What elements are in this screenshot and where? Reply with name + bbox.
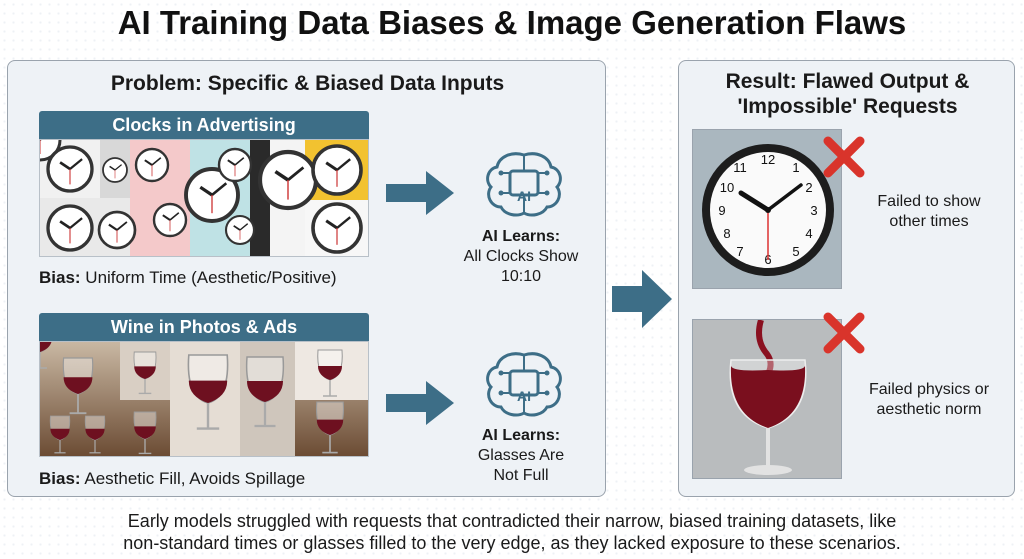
wine-section-header: Wine in Photos & Ads (39, 313, 369, 341)
wine-collage-image (40, 342, 368, 456)
wine-bias: Bias: Aesthetic Fill, Avoids Spillage (39, 469, 305, 489)
footer-caption: Early models struggled with requests tha… (0, 510, 1024, 554)
brain-circuit-icon (486, 352, 562, 417)
clocks-collage (39, 139, 369, 257)
clocks-ai-learns: AI Learns: All Clocks Show 10:10 (446, 227, 596, 287)
svg-text:8: 8 (723, 226, 730, 241)
svg-text:7: 7 (736, 244, 743, 259)
wine-result-image (692, 319, 842, 479)
svg-text:5: 5 (792, 244, 799, 259)
result-panel: Result: Flawed Output & 'Impossible' Req… (678, 60, 1015, 497)
wine-result-caption: Failed physics or aesthetic norm (849, 380, 1009, 420)
result-heading: Result: Flawed Output & 'Impossible' Req… (679, 69, 1016, 119)
clocks-bias: Bias: Uniform Time (Aesthetic/Positive) (39, 268, 337, 288)
wine-result-line2: aesthetic norm (876, 401, 982, 418)
problem-panel: Problem: Specific & Biased Data Inputs C… (7, 60, 606, 497)
bias-description: Aesthetic Fill, Avoids Spillage (80, 469, 306, 488)
brain-ai-label: AI (517, 388, 531, 404)
footer-line2: non-standard times or glasses filled to … (123, 533, 901, 553)
right-arrow-icon (386, 171, 454, 215)
brain-circuit-icon (486, 152, 562, 217)
bias-label: Bias: (39, 469, 81, 488)
ai-learns-label: AI Learns: (481, 427, 561, 444)
ai-learns-line2: Not Full (493, 467, 549, 484)
svg-text:1: 1 (792, 160, 799, 175)
brain-ai-label: AI (517, 188, 531, 204)
right-arrow-icon (386, 381, 454, 425)
footer-line1: Early models struggled with requests tha… (127, 511, 897, 531)
clock-result-line2: other times (889, 213, 969, 230)
right-arrow-icon (612, 270, 672, 328)
svg-text:12: 12 (761, 152, 775, 167)
x-mark-icon (823, 312, 865, 354)
clocks-collage-image (40, 140, 368, 256)
ai-learns-line2: 10:10 (500, 268, 542, 285)
x-mark-icon (823, 136, 865, 178)
wine-collage (39, 341, 369, 457)
svg-text:9: 9 (718, 203, 725, 218)
svg-text:4: 4 (805, 226, 812, 241)
page-title: AI Training Data Biases & Image Generati… (117, 4, 907, 41)
ai-learns-label: AI Learns: (481, 228, 561, 245)
bias-description: Uniform Time (Aesthetic/Positive) (80, 268, 337, 287)
svg-text:2: 2 (805, 180, 812, 195)
wine-glass-icon (729, 320, 807, 475)
result-heading-line1: Result: Flawed Output & (725, 70, 970, 93)
svg-text:11: 11 (733, 160, 747, 175)
problem-heading: Problem: Specific & Biased Data Inputs (110, 72, 505, 95)
wine-result-line1: Failed physics or (868, 381, 990, 398)
ai-learns-line1: All Clocks Show (463, 248, 579, 265)
clocks-section-header: Clocks in Advertising (39, 111, 369, 139)
svg-text:10: 10 (720, 180, 734, 195)
clock-result-caption: Failed to show other times (849, 192, 1009, 232)
svg-text:3: 3 (810, 203, 817, 218)
wine-ai-learns: AI Learns: Glasses Are Not Full (446, 426, 596, 486)
result-heading-line2: 'Impossible' Requests (737, 95, 958, 118)
ai-learns-line1: Glasses Are (477, 447, 565, 464)
clock-result-line1: Failed to show (877, 193, 981, 210)
bias-label: Bias: (39, 268, 81, 287)
